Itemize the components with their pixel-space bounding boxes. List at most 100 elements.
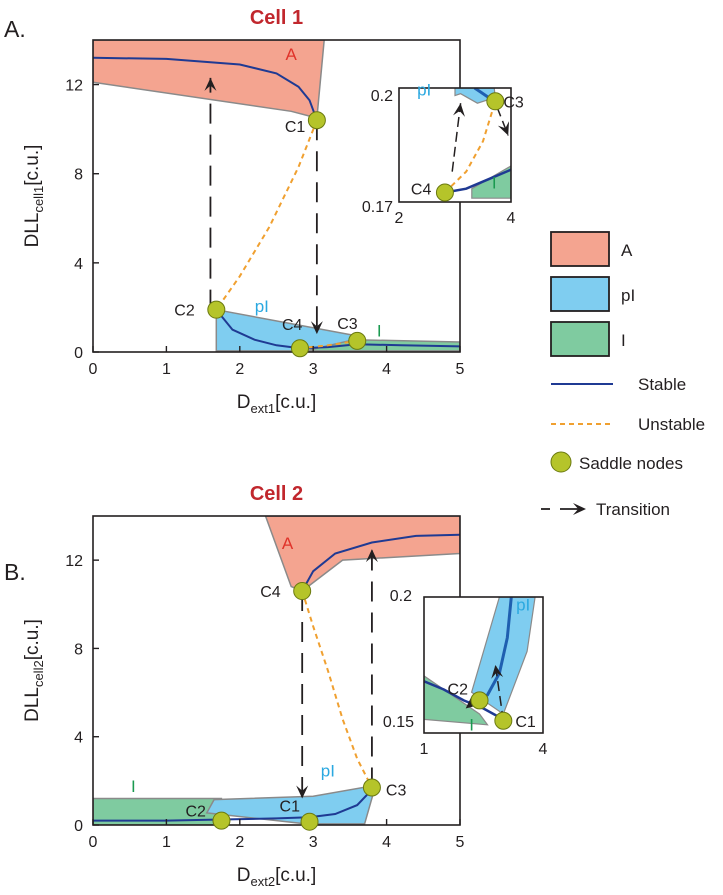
legend-label: Saddle nodes <box>579 454 683 473</box>
inset-transition-arrow-1 <box>497 121 510 136</box>
x-tick-label: 4 <box>382 834 391 851</box>
legend-label: Unstable <box>638 415 705 434</box>
region-label: I <box>377 321 382 340</box>
inset-y-tick-label: 0.2 <box>390 588 412 605</box>
legend-transition-arrow <box>573 503 586 515</box>
saddle-node <box>307 111 326 130</box>
panel-letter: A. <box>4 16 26 42</box>
transition-arrow-1 <box>365 549 378 563</box>
x-tick-label: 5 <box>456 834 465 851</box>
x-tick-label: 3 <box>309 834 318 851</box>
plot-area <box>93 40 460 352</box>
y-tick-label: 4 <box>74 256 83 273</box>
stable-branch-1 <box>215 309 301 350</box>
inset-stable-branch-1 <box>424 680 504 721</box>
inset-saddle-node <box>470 691 489 710</box>
x-axis-label: Dext2[c.u.] <box>237 865 317 889</box>
panel-letter: B. <box>4 559 26 585</box>
x-tick-label: 5 <box>456 361 465 378</box>
y-tick-label: 12 <box>65 553 83 570</box>
inset-transition-arrow-1 <box>491 665 504 679</box>
inset-y-tick-label: 0.2 <box>371 88 393 105</box>
y-tick-label: 12 <box>65 78 83 95</box>
inset-region-label: pI <box>417 81 431 100</box>
legend-swatch-A <box>550 231 610 267</box>
inset-saddle-node-label: C4 <box>411 182 432 199</box>
inset-frame <box>398 87 512 203</box>
inset-saddle-node-label: C1 <box>515 714 536 731</box>
x-tick-label: 3 <box>309 361 318 378</box>
region-A <box>264 516 460 592</box>
inset-saddle-node <box>486 92 505 111</box>
inset-saddle-node-label: C3 <box>503 94 524 111</box>
transition-arrow-0 <box>204 77 217 91</box>
panel-title: Cell 2 <box>250 483 303 505</box>
legend-label: I <box>621 331 626 350</box>
stable-branch-1 <box>93 789 373 822</box>
saddle-node <box>362 778 381 797</box>
region-label: A <box>282 534 294 553</box>
legend-label: pI <box>621 286 635 305</box>
axes-frame <box>92 515 461 826</box>
region-I <box>93 797 223 825</box>
saddle-node-label: C2 <box>185 804 206 821</box>
saddle-node-label: C3 <box>337 316 358 333</box>
x-tick-label: 0 <box>89 361 98 378</box>
y-tick-label: 0 <box>74 818 83 835</box>
y-tick-label: 0 <box>74 345 83 362</box>
inset-x-tick-label: 4 <box>507 210 516 227</box>
stable-branch-0 <box>301 533 460 592</box>
inset-saddle-node-label: C2 <box>448 681 469 698</box>
region-label: I <box>131 777 136 796</box>
stable-branch-0 <box>93 56 318 121</box>
legend-saddle-dot <box>550 451 572 473</box>
saddle-node <box>293 582 312 601</box>
inset-transition-arrow-0 <box>453 103 465 117</box>
saddle-node-label: C4 <box>260 584 281 601</box>
saddle-node-label: C2 <box>174 303 195 320</box>
saddle-node <box>290 339 309 358</box>
inset-x-tick-label: 1 <box>420 741 429 758</box>
saddle-node <box>348 331 367 350</box>
transition-arrow-0 <box>296 785 309 799</box>
unstable-branch-1 <box>299 339 358 350</box>
y-tick-label: 8 <box>74 641 83 658</box>
legend-label: Transition <box>596 500 670 519</box>
inset-y-tick-label: 0.15 <box>383 714 414 731</box>
y-axis-label: DLLcell1[c.u.] <box>22 145 46 248</box>
transition-arrow-1 <box>310 321 323 335</box>
inset-x-tick-label: 2 <box>395 210 404 227</box>
inset-region-label: pI <box>516 596 530 615</box>
inset-saddle-node <box>494 711 513 730</box>
legend-label: Stable <box>638 375 686 394</box>
inset-region-pI <box>454 88 496 104</box>
x-tick-label: 2 <box>235 834 244 851</box>
inset-frame <box>423 596 544 734</box>
unstable-branch-0 <box>215 119 318 311</box>
inset-transition-line-0 <box>451 103 462 172</box>
inset-transition-line-1 <box>494 664 505 721</box>
x-tick-label: 1 <box>162 834 171 851</box>
x-tick-label: 2 <box>235 361 244 378</box>
panel-title: Cell 1 <box>250 7 303 29</box>
inset-x-tick-label: 4 <box>539 741 548 758</box>
inset-unstable-branch-0 <box>444 101 497 194</box>
y-axis-label: DLLcell2[c.u.] <box>22 619 46 722</box>
x-tick-label: 4 <box>382 361 391 378</box>
saddle-node-label: C3 <box>386 782 407 799</box>
saddle-node-label: C4 <box>282 317 303 334</box>
unstable-branch-0 <box>301 590 373 788</box>
legend-swatch-I <box>550 321 610 357</box>
inset-transition-line-1 <box>496 106 509 136</box>
legend-swatch-pI <box>550 276 610 312</box>
x-axis-label: Dext1[c.u.] <box>237 392 317 416</box>
x-tick-label: 0 <box>89 834 98 851</box>
saddle-node <box>212 811 231 830</box>
saddle-node-label: C1 <box>280 799 301 816</box>
region-label: pI <box>321 761 335 780</box>
